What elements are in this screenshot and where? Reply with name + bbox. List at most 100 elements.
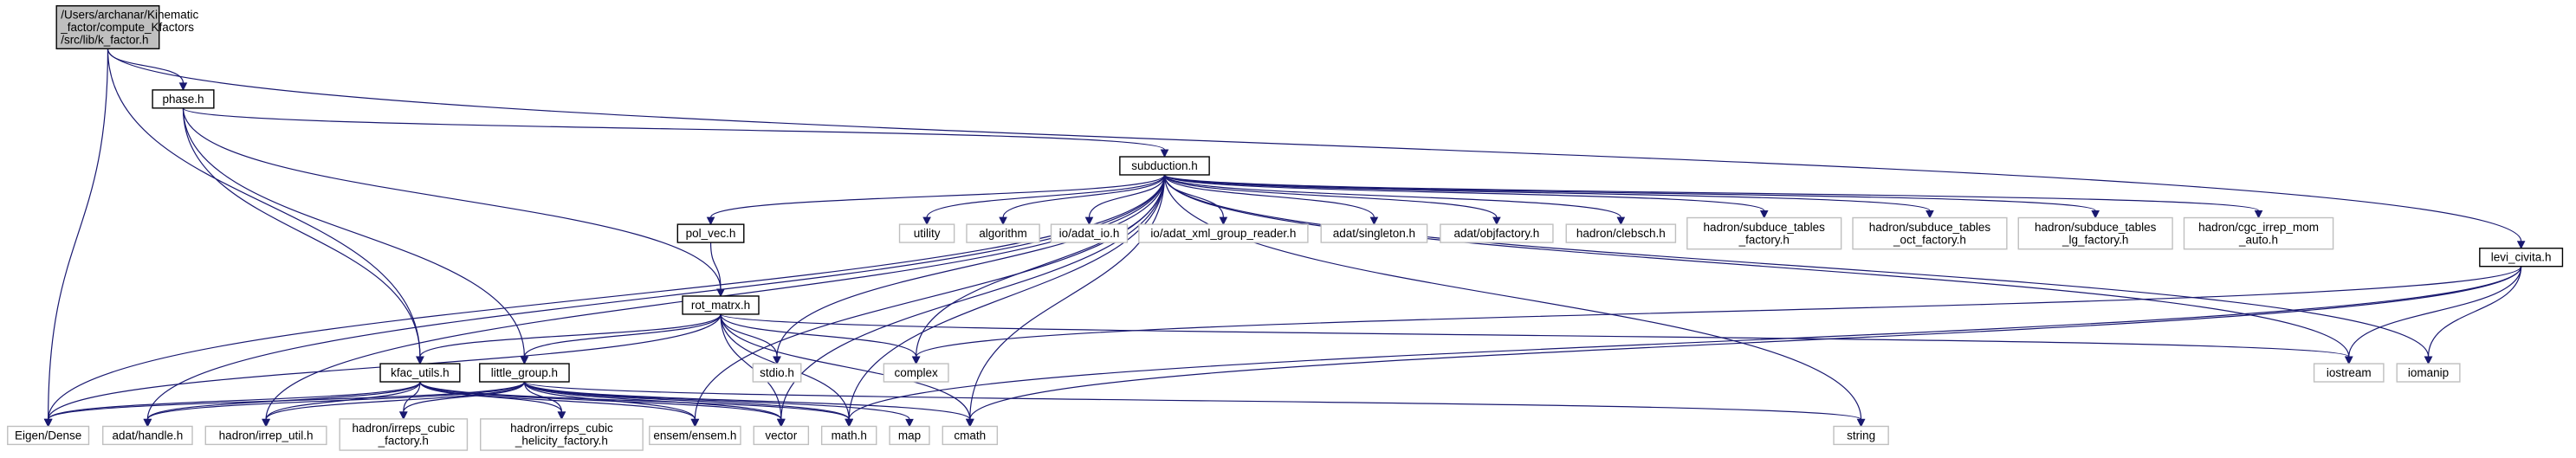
edge-little-group-to-ensem (523, 381, 700, 428)
node-clebsch: hadron/clebsch.h (1565, 223, 1677, 243)
node-objfactory: adat/objfactory.h (1440, 223, 1554, 243)
nodes-layer: /Users/archanar/Kinematic_factor/compute… (7, 5, 2564, 451)
edge-subduction-to-adat-handle (143, 174, 1166, 428)
node-k-factor[interactable]: /Users/archanar/Kinematic_factor/compute… (55, 5, 199, 49)
node-label: vector (765, 429, 797, 442)
node-label: algorithm (979, 227, 1027, 240)
node-label: adat/singleton.h (1333, 227, 1415, 240)
node-iomanip: iomanip (2396, 363, 2461, 383)
node-math: math.h (820, 425, 877, 446)
node-label: cmath (954, 429, 986, 442)
node-box (55, 5, 160, 49)
node-label: stdio.h (760, 366, 794, 379)
edge-levi-civita-to-iomanip (2424, 266, 2522, 365)
node-label: iomanip (2408, 366, 2449, 379)
node-label: iostream (2327, 366, 2372, 379)
edge-subduction-to-complex (911, 174, 1166, 365)
node-label: hadron/subduce_tables (1704, 221, 1826, 234)
edge-little-group-to-map (523, 381, 914, 428)
node-levi-civita[interactable]: levi_civita.h (2479, 248, 2564, 268)
edge-little-group-to-string (523, 381, 1866, 428)
node-cgc-irrep: hadron/cgc_irrep_mom_auto.h (2183, 216, 2334, 250)
node-box (820, 425, 877, 446)
node-box (966, 223, 1040, 243)
node-singleton: adat/singleton.h (1320, 223, 1428, 243)
node-box (753, 425, 810, 446)
node-label: hadron/irreps_cubic (510, 422, 613, 435)
node-phase[interactable]: phase.h (152, 89, 215, 109)
node-box (1686, 216, 1842, 250)
node-irrep-util: hadron/irrep_util.h (204, 425, 327, 446)
edge-subduction-to-subduce-oct (1163, 174, 1934, 219)
node-label: _factory.h (378, 435, 429, 448)
node-label: complex (895, 366, 939, 379)
node-label: math.h (832, 429, 867, 442)
node-label: _factor/compute_Kfactors (60, 21, 194, 34)
edge-kfac-utils-to-irreps-helicity (419, 381, 566, 420)
node-label: adat/objfactory.h (1453, 227, 1539, 240)
node-label: _helicity_factory.h (515, 435, 608, 448)
node-label: hadron/subduce_tables (2035, 221, 2157, 234)
edge-rot-matrx-to-little-group (520, 313, 722, 365)
node-irreps-helicity: hadron/irreps_cubic_helicity_factory.h (480, 418, 644, 451)
node-label: hadron/clebsch.h (1576, 227, 1666, 240)
node-box (2396, 363, 2461, 383)
node-pol-vec[interactable]: pol_vec.h (676, 223, 745, 243)
node-label: subduction.h (1131, 159, 1198, 172)
node-box (942, 425, 999, 446)
node-label: _factory.h (1738, 233, 1790, 246)
edge-levi-civita-to-cmath (965, 266, 2522, 428)
node-rot-matrx[interactable]: rot_matrx.h (682, 295, 760, 315)
node-label: hadron/subduce_tables (1869, 221, 1991, 234)
node-box (204, 425, 327, 446)
edge-rot-matrx-to-stdio (720, 313, 781, 365)
node-label: pol_vec.h (686, 227, 736, 240)
edge-little-group-to-cmath (523, 381, 974, 428)
node-box (1440, 223, 1554, 243)
edge-subduction-to-subduce-tables (1163, 174, 1769, 219)
edge-subduction-to-vector (776, 174, 1166, 428)
node-kfac-utils[interactable]: kfac_utils.h (379, 363, 461, 383)
node-label: rot_matrx.h (691, 299, 750, 312)
node-box (1119, 156, 1210, 176)
node-box (2313, 363, 2385, 383)
edge-subduction-to-adat-io (1084, 174, 1166, 226)
node-subduction[interactable]: subduction.h (1119, 156, 1210, 176)
node-iostream: iostream (2313, 363, 2385, 383)
node-box (2479, 248, 2564, 268)
edge-k-factor-to-levi-civita (107, 48, 2526, 249)
node-label: little_group.h (491, 366, 558, 379)
node-box (752, 363, 802, 383)
node-complex: complex (883, 363, 949, 383)
node-box (682, 295, 760, 315)
node-label: map (898, 429, 921, 442)
node-label: hadron/irreps_cubic (353, 422, 456, 435)
edge-subduction-to-objfactory (1163, 174, 1501, 226)
edge-little-group-to-irreps-helicity (523, 381, 566, 420)
node-box (883, 363, 949, 383)
node-adat-io: io/adat_io.h (1050, 223, 1129, 243)
node-label: _auto.h (2238, 233, 2278, 246)
node-box (479, 363, 570, 383)
node-box (649, 425, 741, 446)
node-label: hadron/cgc_irrep_mom (2198, 221, 2319, 234)
node-box (1050, 223, 1129, 243)
node-vector: vector (753, 425, 810, 446)
edge-little-group-to-adat-handle (143, 381, 526, 428)
edge-subduction-to-utility (922, 174, 1166, 226)
edge-little-group-to-irrep-util (262, 381, 526, 428)
node-label: phase.h (162, 93, 204, 106)
node-label: utility (914, 227, 941, 240)
node-box (889, 425, 930, 446)
node-box (676, 223, 745, 243)
edge-little-group-to-vector (523, 381, 786, 428)
node-eigen: Eigen/Dense (7, 425, 90, 446)
edge-subduction-to-algorithm (999, 174, 1166, 226)
edges-layer (43, 48, 2526, 428)
edge-little-group-to-irreps-cubic (399, 381, 526, 420)
node-label: ensem/ensem.h (653, 429, 736, 442)
node-adat-handle: adat/handle.h (102, 425, 193, 446)
node-label: levi_civita.h (2491, 251, 2552, 264)
node-little-group[interactable]: little_group.h (479, 363, 570, 383)
